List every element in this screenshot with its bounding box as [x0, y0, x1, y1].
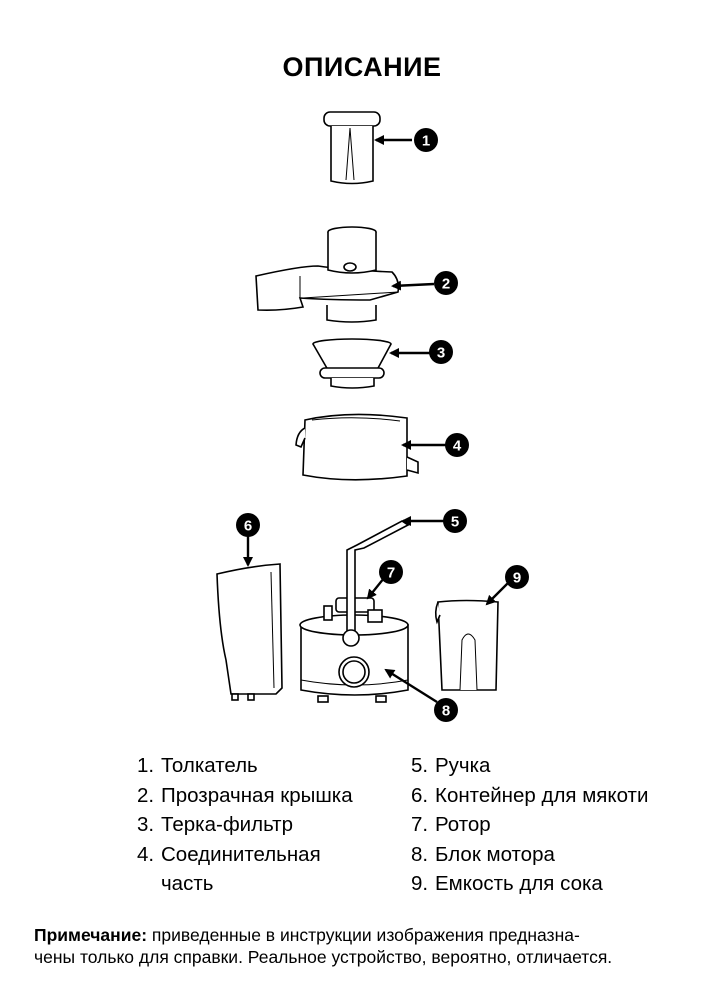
part-item: 8.Блок мотора — [411, 840, 648, 870]
part-item: 6.Контейнер для мякоти — [411, 781, 648, 811]
part-label: Блок мотора — [435, 842, 555, 866]
part-label: Ручка — [435, 754, 491, 777]
svg-text:9: 9 — [513, 570, 521, 587]
svg-text:8: 8 — [442, 703, 450, 720]
part-item: 9. Емкость для сока — [411, 869, 648, 899]
part-label: Емкость для сока — [435, 872, 603, 895]
callout-arrow-7 — [366, 577, 385, 600]
part-number: 2. — [137, 783, 155, 807]
callout-badge-3: 3 — [429, 340, 453, 364]
callout-arrow-9 — [485, 582, 509, 606]
callout-arrow-2 — [391, 280, 435, 291]
part-number: 6. — [411, 783, 429, 807]
part-item: 5. Ручка — [411, 751, 648, 781]
filter-basket-illustration — [312, 338, 392, 389]
part-number: 8. — [411, 842, 429, 866]
callout-badge-8: 8 — [434, 698, 458, 722]
part-label: Терка-фильтр — [161, 813, 293, 836]
pulp-container-illustration — [216, 563, 283, 701]
svg-text:7: 7 — [387, 565, 395, 582]
note-label: Примечание: — [34, 925, 148, 945]
part-label: Соединительная — [161, 842, 321, 866]
motor-base-illustration — [299, 520, 410, 703]
part-label: Толкатель — [161, 754, 258, 777]
part-item: 4.Соединительная — [137, 840, 353, 870]
part-label-continuation: часть — [161, 872, 214, 895]
lid-illustration — [255, 226, 400, 323]
callout-badge-7: 7 — [379, 560, 403, 584]
part-label: Ротор — [435, 813, 491, 836]
callout-badge-5: 5 — [443, 509, 467, 533]
note-paragraph: Примечание: приведенные в инструкции изо… — [34, 924, 704, 968]
page-title: ОПИСАНИЕ — [282, 52, 442, 82]
callout-badge-2: 2 — [434, 271, 458, 295]
juicer-exploded-diagram: 1 2 3 4 5 6 7 8 9 — [216, 111, 529, 722]
svg-text:2: 2 — [442, 276, 450, 293]
connecting-part-illustration — [295, 413, 419, 481]
part-item: 1. Толкатель — [137, 751, 353, 781]
parts-list-right: 5. Ручка 6.Контейнер для мякоти 7. Ротор 8… — [411, 751, 648, 899]
part-number: 7. — [411, 813, 429, 836]
note-text-line1: приведенные в инструкции изображения пре… — [147, 925, 580, 945]
callout-badge-1: 1 — [414, 128, 438, 152]
part-number: 1. — [137, 754, 155, 777]
svg-text:6: 6 — [244, 518, 252, 535]
part-item-continuation: часть — [137, 869, 353, 899]
parts-list-left: 1. Толкатель 2.Прозрачная крышка 3. Терка-… — [137, 751, 353, 899]
part-number: 4. — [137, 842, 155, 866]
svg-text:3: 3 — [437, 345, 445, 362]
callout-badge-9: 9 — [505, 565, 529, 589]
callout-arrow-8 — [384, 668, 438, 704]
callout-badge-4: 4 — [445, 433, 469, 457]
juice-jug-illustration — [434, 599, 499, 691]
part-number: 9. — [411, 872, 429, 895]
part-item: 3. Терка-фильтр — [137, 810, 353, 840]
part-number: 5. — [411, 754, 429, 777]
svg-text:1: 1 — [422, 133, 430, 150]
part-item: 2.Прозрачная крышка — [137, 781, 353, 811]
part-label: Контейнер для мякоти — [435, 783, 649, 807]
part-number: 3. — [137, 813, 155, 836]
svg-text:5: 5 — [451, 514, 459, 531]
part-item: 7. Ротор — [411, 810, 648, 840]
part-label: Прозрачная крышка — [161, 783, 353, 807]
svg-text:4: 4 — [453, 438, 462, 455]
pusher-illustration — [323, 111, 381, 185]
callout-badge-6: 6 — [236, 513, 260, 537]
note-text-line2: чены только для справки. Реальное устрой… — [34, 947, 613, 967]
